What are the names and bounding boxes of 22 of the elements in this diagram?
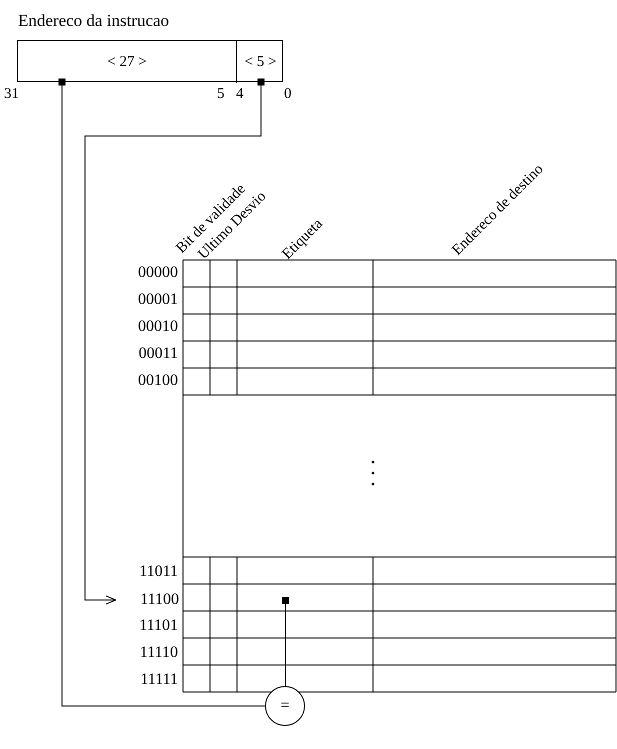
- bit-position: 0: [284, 86, 292, 102]
- connector-line: [285, 604, 286, 686]
- bit-field: < 5 >: [236, 41, 284, 83]
- row-index: 11100: [116, 589, 179, 611]
- register-title: Endereco da instrucao: [18, 11, 170, 31]
- comparator-circle: =: [265, 686, 305, 726]
- row-index: 11111: [139, 670, 178, 690]
- row-index: 11011: [138, 562, 178, 582]
- bit-position: 4: [236, 86, 244, 102]
- row-index: 00000: [137, 263, 178, 283]
- bit-field: < 27 >: [18, 41, 236, 83]
- connector-line: [84, 78, 264, 604]
- row-index: 00010: [137, 317, 178, 337]
- row-index: 11101: [138, 616, 178, 636]
- bit-position: 5: [217, 86, 224, 102]
- row-index: 00100: [137, 371, 178, 391]
- tap-point: [282, 597, 289, 604]
- row-index: 11110: [138, 643, 178, 663]
- connector-line: [58, 78, 266, 706]
- row-index: 00011: [138, 344, 178, 364]
- bit-position: 31: [4, 86, 19, 102]
- row-index: 00001: [137, 290, 178, 310]
